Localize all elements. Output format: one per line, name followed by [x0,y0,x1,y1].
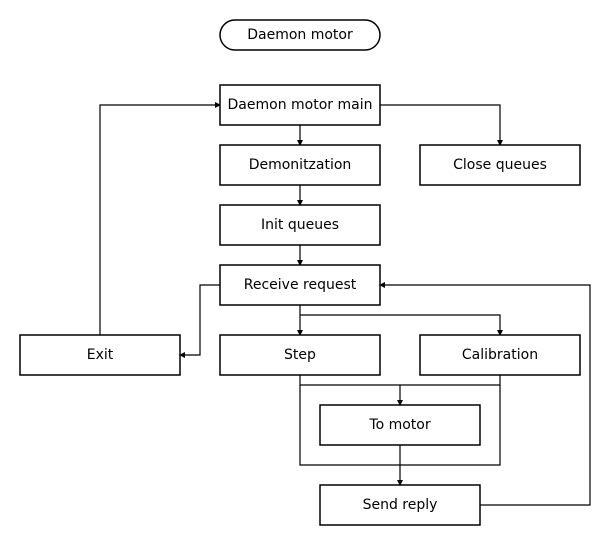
edges [99,102,591,506]
edge-receive-request-to-exit [179,284,220,358]
node-close-queues: Close queues [419,144,581,186]
node-to-motor-label: To motor [368,417,430,433]
node-init-queues: Init queues [219,204,381,246]
node-daemon-motor-main: Daemon motor main [219,84,381,126]
node-demonitzation-label: Demonitzation [249,157,352,173]
node-step-label: Step [284,347,316,363]
node-demonitzation: Demonitzation [219,144,381,186]
node-calibration: Calibration [419,334,581,376]
node-close-queues-label: Close queues [453,157,547,173]
node-exit: Exit [19,334,181,376]
node-init-queues-label: Init queues [261,217,339,233]
node-receive-request: Receive request [219,264,381,306]
edge-receive-request-to-calibration [300,314,503,336]
node-receive-request-label: Receive request [244,277,357,293]
node-daemon-motor-main-label: Daemon motor main [228,97,373,113]
node-send-reply: Send reply [319,484,481,526]
node-daemon-motor-label: Daemon motor [247,27,353,43]
node-calibration-label: Calibration [462,347,538,363]
node-exit-label: Exit [87,347,114,363]
node-send-reply-label: Send reply [363,497,438,513]
edge-exit-to-main [99,102,221,335]
node-to-motor: To motor [319,404,481,446]
edge-send-reply-to-receive-request [379,282,591,506]
edge-step-calibration-to-to-motor [299,375,501,386]
node-step: Step [219,334,381,376]
node-daemon-motor: Daemon motor [219,19,381,51]
edge-main-to-close-queues [380,104,503,146]
nodes: Daemon motor Daemon motor main Demonitza… [19,19,581,526]
